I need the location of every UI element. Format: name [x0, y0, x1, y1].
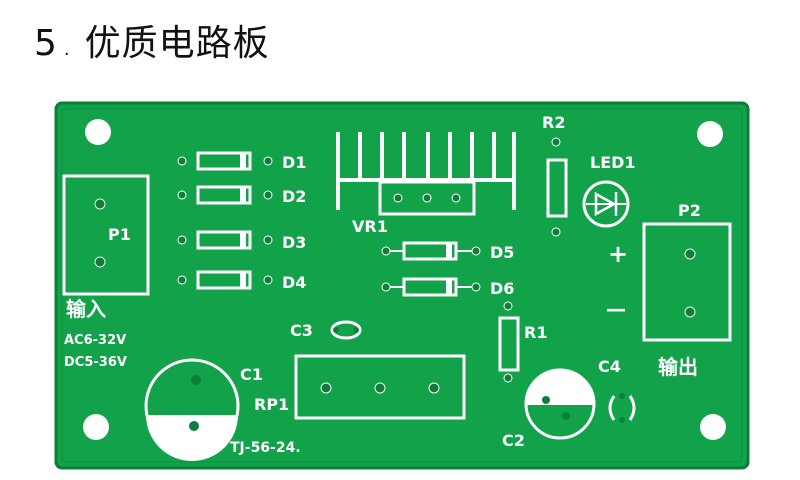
label-dc-range: DC5-36V [64, 355, 127, 370]
mounting-hole-bottom-left [83, 414, 109, 440]
diode-d6 [381, 277, 481, 297]
label-cap-plus: + [576, 385, 589, 404]
label-d3: D3 [282, 233, 306, 252]
capacitor-c3 [330, 320, 362, 340]
p1-outline [62, 174, 150, 296]
diode-d3 [177, 230, 273, 250]
label-c3: C3 [290, 321, 313, 340]
label-rp1: RP1 [254, 395, 289, 414]
label-r2: R2 [542, 113, 565, 132]
label-d4: D4 [282, 273, 306, 292]
regulator-vr1 [378, 180, 476, 216]
label-d1: D1 [282, 153, 306, 172]
diode-d4 [177, 270, 273, 290]
label-output: 输出 [658, 355, 698, 379]
label-d2: D2 [282, 187, 306, 206]
label-vr1: VR1 [352, 217, 388, 236]
capacitor-c4 [608, 393, 636, 423]
diode-d5 [381, 241, 481, 261]
capacitor-c2 [524, 368, 596, 440]
label-p2: P2 [678, 201, 701, 220]
mounting-holes [83, 119, 726, 440]
diode-d2 [177, 185, 273, 205]
pcb-board-inner [61, 108, 743, 463]
label-plus: + [608, 240, 628, 268]
label-c2: C2 [502, 431, 525, 450]
p1-pad-1 [94, 198, 106, 210]
potentiometer-rp1 [294, 354, 466, 420]
label-d5: D5 [490, 243, 514, 262]
label-model: TJ-56-24. [230, 440, 301, 456]
label-c4: C4 [598, 357, 621, 376]
caption-text: 优质电路板 [84, 23, 270, 64]
mounting-hole-top-left [85, 119, 111, 145]
mounting-hole-top-right [697, 121, 723, 147]
label-c1: C1 [240, 365, 263, 384]
led1 [582, 180, 630, 228]
caption-number: 5 [34, 23, 58, 64]
connector-p1 [62, 174, 150, 296]
label-input: 输入 [66, 297, 106, 321]
connector-p2 [642, 222, 732, 342]
label-ac-range: AC6-32V [64, 333, 126, 348]
capacitor-c1 [144, 358, 240, 461]
label-minus: — [606, 297, 626, 321]
diode-d1 [177, 151, 273, 171]
resistor-r2 [546, 137, 568, 237]
label-d6: D6 [490, 279, 514, 298]
mounting-hole-bottom-right [700, 414, 726, 440]
p1-pad-2 [94, 256, 106, 268]
caption-title: 5. 优质电路板 [34, 14, 270, 66]
resistor-r1 [498, 301, 520, 383]
label-led1: LED1 [590, 153, 636, 172]
heatsink-outline [336, 132, 516, 210]
label-p1: P1 [108, 225, 131, 244]
label-r1: R1 [524, 323, 547, 342]
caption-separator: . [63, 39, 71, 60]
